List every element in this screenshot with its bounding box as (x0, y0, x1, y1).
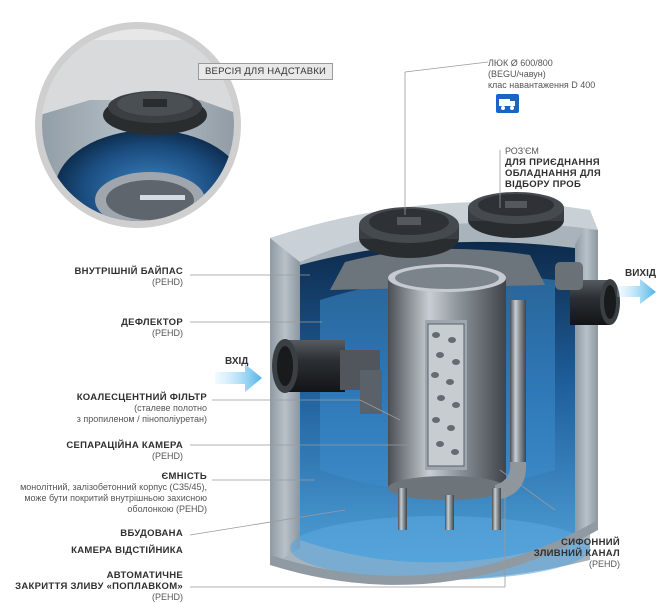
tank-sub2: може бути покритий внутрішньою захисною (24, 493, 207, 503)
bypass-title: ВНУТРІШНІЙ БАЙПАС (74, 266, 183, 277)
siphon-title1: СИФОННИЙ (561, 537, 620, 548)
hatch-label: ЛЮК Ø 600/800 (BEGU/чавун) клас навантаж… (488, 58, 595, 91)
bypass-label: ВНУТРІШНІЙ БАЙПАС (PEHD) (75, 266, 184, 288)
manhole-cover-front (359, 207, 459, 258)
outlet-flow-arrow (617, 279, 656, 304)
outlet-pipe (555, 262, 620, 325)
siphon-label: СИФОННИЙ ЗЛИВНИЙ КАНАЛ (PEHD) (534, 537, 620, 570)
coalescent-label: КОАЛЕСЦЕНТНИЙ ФІЛЬТР (сталеве полотно з … (77, 392, 207, 425)
siphon-title2: ЗЛИВНИЙ КАНАЛ (533, 548, 620, 559)
deflector-label: ДЕФЛЕКТОР (PEHD) (121, 317, 183, 339)
tank-label: ЄМНІСТЬ монолітний, залізобетонний корпу… (20, 471, 207, 515)
settling-title1: ВБУДОВАНА (120, 528, 183, 539)
tank-sub3: оболонкою (PEHD) (127, 504, 207, 514)
manhole-cover-rear (468, 192, 564, 238)
sampling-line1: ДЛЯ ПРИЄДНАННЯ (505, 157, 600, 168)
hatch-line1: ЛЮК Ø 600/800 (488, 58, 553, 68)
sampling-line2: ОБЛАДНАННЯ ДЛЯ (505, 168, 601, 179)
coalescent-title: КОАЛЕСЦЕНТНИЙ ФІЛЬТР (76, 392, 207, 403)
siphon-channel (495, 300, 527, 500)
coalescent-filter (425, 320, 467, 470)
settling-label: ВБУДОВАНА КАМЕРА ВІДСТІЙНИКА (71, 528, 183, 556)
truck-icon (496, 94, 519, 113)
tank-sub1: монолітний, залізобетонний корпус (С35/4… (20, 482, 207, 492)
siphon-sub: (PEHD) (589, 559, 620, 569)
hatch-line2: (BEGU/чавун) (488, 69, 546, 79)
auto-title1: АВТОМАТИЧНЕ (106, 570, 183, 581)
bypass-sub: (PEHD) (152, 277, 183, 287)
callout-lines (189, 61, 556, 588)
sampling-title: РОЗ'ЄМ (505, 146, 539, 156)
coalescent-sub1: (сталеве полотно (134, 403, 207, 413)
hatch-line3: клас навантаження D 400 (488, 80, 596, 90)
inset-detail (35, 22, 241, 228)
deflector-title: ДЕФЛЕКТОР (121, 317, 183, 328)
outlet-label: ВИХІД (625, 268, 656, 279)
separation-title: СЕПАРАЦІЙНА КАМЕРА (66, 440, 183, 451)
support-legs (398, 488, 501, 530)
auto-sub: (PEHD) (152, 592, 183, 602)
inlet-label: ВХІД (225, 356, 249, 367)
sampling-line3: ВІДБОРУ ПРОБ (505, 179, 582, 190)
sampling-connector-label: РОЗ'ЄМ ДЛЯ ПРИЄДНАННЯ ОБЛАДНАННЯ ДЛЯ ВІД… (505, 146, 601, 190)
auto-close-label: АВТОМАТИЧНЕ ЗАКРИТТЯ ЗЛИВУ «ПОПЛАВКОМ» (… (15, 570, 183, 603)
tank-title: ЄМНІСТЬ (161, 471, 207, 482)
separation-label: СЕПАРАЦІЙНА КАМЕРА (PEHD) (66, 440, 183, 462)
separation-sub: (PEHD) (152, 451, 183, 461)
inlet-pipe (272, 339, 382, 414)
auto-title2: ЗАКРИТТЯ ЗЛИВУ «ПОПЛАВКОМ» (15, 581, 183, 592)
inset-version-tag: ВЕРСІЯ ДЛЯ НАДСТАВКИ (198, 63, 334, 80)
settling-title2: КАМЕРА ВІДСТІЙНИКА (71, 545, 183, 556)
coalescent-sub2: з пропиленом / пінополіуретан) (76, 414, 207, 424)
deflector-sub: (PEHD) (152, 328, 183, 338)
inlet-flow-arrow (215, 364, 262, 392)
